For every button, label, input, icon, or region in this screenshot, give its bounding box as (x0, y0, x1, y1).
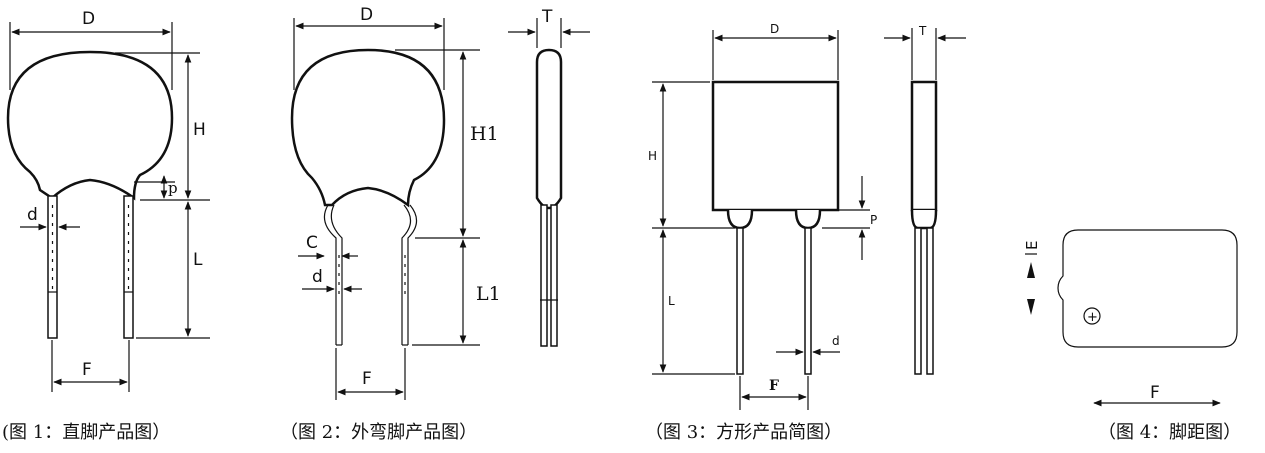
dim-label-L1: L1 (476, 283, 501, 305)
lead-right-bent (401, 204, 418, 346)
plus-sign: + (1087, 310, 1098, 325)
arrow-up-icon (1027, 262, 1035, 278)
disc-body (290, 48, 446, 208)
dim-label-F: F (769, 378, 779, 394)
caption-figure-2: （图 2：外弯脚产品图） (280, 422, 477, 443)
figure-4-lead-pitch: + E F （图 4：脚距图） (1023, 229, 1241, 443)
dim-label-H: H (648, 149, 657, 163)
dim-label-D: D (770, 22, 779, 36)
dim-label-d: d (312, 267, 323, 287)
square-body (711, 80, 840, 212)
disc-body (6, 50, 174, 201)
dim-label-T: T (918, 24, 927, 38)
figure-1-straight-lead: D H p d L F (图 1：直脚产品图） (2, 9, 210, 443)
pad-outline (1057, 229, 1238, 348)
lead-left (736, 227, 744, 375)
dim-label-C: C (306, 233, 318, 253)
dim-label-d: d (832, 334, 840, 348)
dim-label-E: E (1023, 241, 1041, 250)
dim-label-T: T (541, 7, 553, 27)
dim-label-L: L (193, 250, 203, 270)
dim-label-F: F (1150, 383, 1160, 403)
dim-label-F: F (82, 360, 92, 380)
lead-left (47, 195, 58, 339)
dim-label-L: L (668, 294, 675, 308)
caption-figure-3: （图 3：方形产品简图） (645, 422, 842, 443)
dim-label-D: D (360, 5, 373, 25)
side-view (535, 48, 563, 347)
dim-label-d: d (27, 205, 38, 225)
lead-right (804, 227, 812, 375)
dim-label-P: P (870, 213, 877, 227)
caption-figure-4: （图 4：脚距图） (1098, 422, 1241, 443)
figure-2-bent-lead: D H1 L1 C d F T （图 2：外弯 (280, 5, 590, 443)
dim-label-H1: H1 (470, 123, 499, 145)
dim-label-p: p (168, 179, 178, 197)
caption-figure-1: (图 1：直脚产品图） (2, 422, 170, 443)
dim-label-F: F (362, 369, 372, 389)
lead-right (123, 195, 134, 339)
lead-left-bent (323, 204, 343, 346)
dim-label-H: H (193, 120, 206, 140)
figure-3-square-product: D H P L d F T (645, 22, 966, 443)
dim-label-D: D (82, 9, 95, 29)
pin-1-marker (1083, 307, 1101, 325)
side-view (910, 80, 938, 375)
arrow-down-icon (1027, 299, 1035, 315)
